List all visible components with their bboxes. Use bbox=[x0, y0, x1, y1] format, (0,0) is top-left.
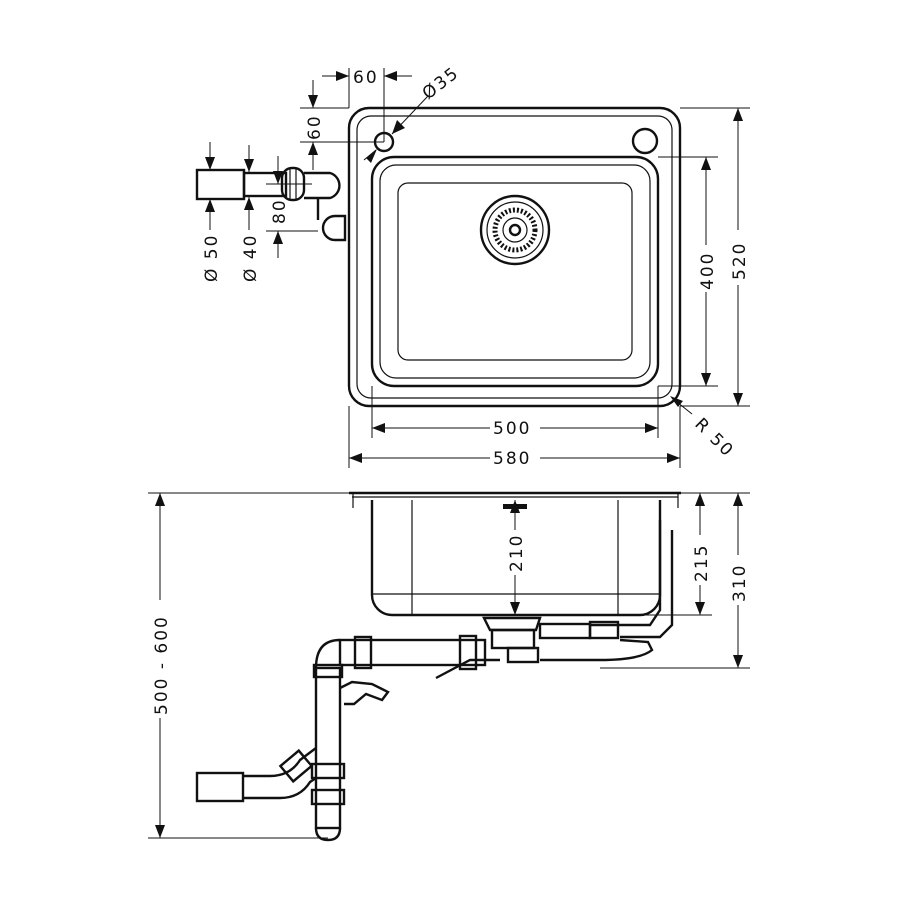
dim-label: 210 bbox=[507, 534, 527, 572]
dim-label: 520 bbox=[730, 242, 750, 280]
dim-label: 60 bbox=[305, 114, 325, 140]
dim-drain-height: 215 bbox=[615, 492, 750, 616]
bowl-outline bbox=[370, 155, 660, 388]
dim-label: R 50 bbox=[690, 414, 737, 461]
dim-label: 500 bbox=[493, 419, 531, 439]
dim-label: Ø35 bbox=[419, 63, 464, 104]
dim-label: 215 bbox=[692, 544, 712, 582]
dim-tap-offset-x: 60 bbox=[322, 68, 412, 142]
dim-outer-width: 580 bbox=[348, 406, 681, 469]
bowl-bottom bbox=[397, 182, 633, 361]
drain-strainer-icon bbox=[479, 194, 551, 266]
trap-pipes bbox=[195, 634, 487, 842]
dim-bowl-height: 210 bbox=[503, 500, 527, 615]
dim-bowl-width: 500 bbox=[371, 386, 659, 439]
dim-label: 580 bbox=[493, 449, 531, 469]
dim-outer-depth: 520 bbox=[680, 107, 750, 407]
dim-label: 60 bbox=[353, 68, 379, 88]
bowl-side bbox=[370, 500, 662, 617]
side-view: 210 215 310 500 - bbox=[148, 491, 750, 842]
dim-bowl-depth: 400 bbox=[658, 156, 718, 387]
top-view: 60 Ø35 60 520 bbox=[195, 63, 750, 469]
dim-install-height: 500 - 600 bbox=[148, 492, 349, 839]
tap-hole-right bbox=[631, 127, 659, 155]
dim-tap-offset-y: 60 bbox=[300, 80, 384, 170]
dim-label: Ø 40 bbox=[241, 234, 261, 282]
dim-label: 310 bbox=[730, 564, 750, 602]
dim-label: Ø 50 bbox=[202, 234, 222, 282]
dim-label: 80 bbox=[270, 198, 290, 224]
bowl-inner-line bbox=[379, 164, 651, 379]
dim-label: 500 - 600 bbox=[152, 615, 172, 715]
drain-assembly bbox=[435, 616, 654, 680]
rim-inner-line bbox=[356, 115, 673, 399]
dim-label: 400 bbox=[698, 252, 718, 290]
sink-outer-rim bbox=[347, 106, 682, 408]
dim-total-height: 310 bbox=[600, 493, 750, 669]
dim-outlet-diameters: Ø 50 Ø 40 80 bbox=[202, 142, 318, 282]
